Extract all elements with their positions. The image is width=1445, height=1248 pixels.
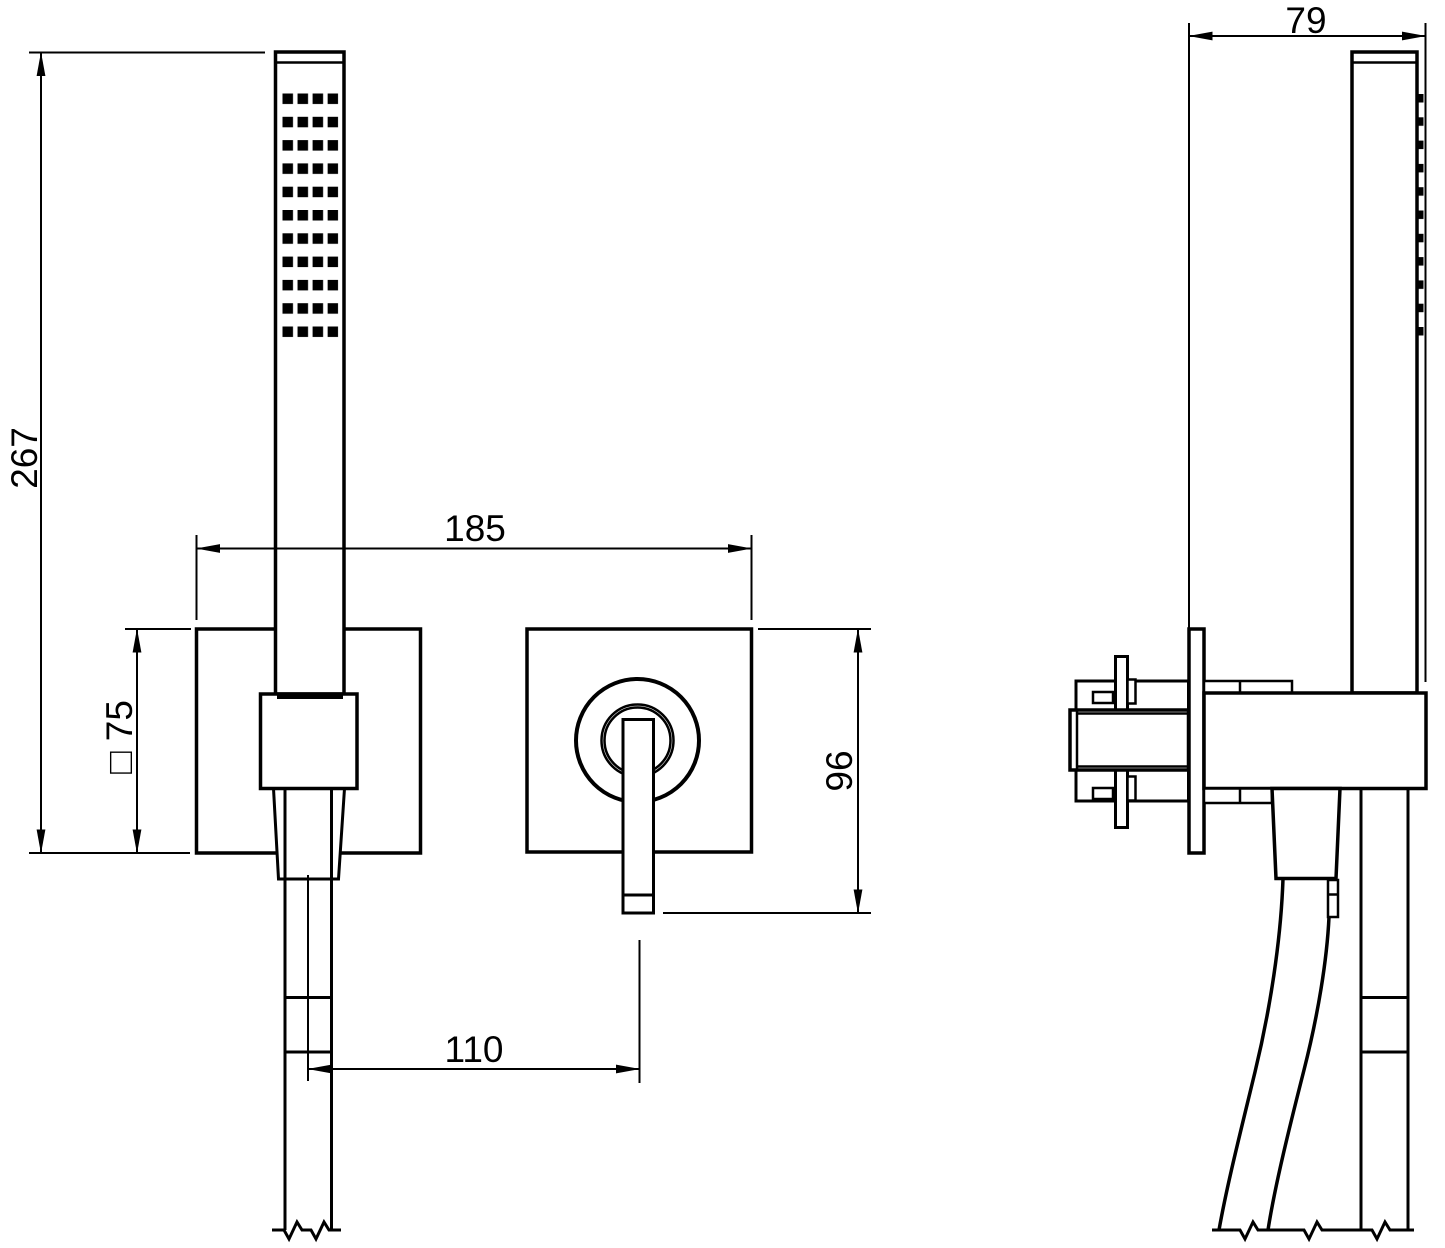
shower-bracket-front: [258, 692, 359, 791]
dimensions: 267 □ 75 185 96 110: [4, 0, 1427, 1083]
dimension-handle-offset: 110: [307, 875, 641, 1083]
dimension-label-centers-width: 185: [444, 508, 506, 549]
dimension-centers-width: 185: [195, 508, 753, 620]
handle-lever-right-edge: [1266, 916, 1331, 1231]
flange-notch: [1091, 786, 1115, 801]
spout-top-neck: [1202, 679, 1294, 695]
mounting-plate-side: [1187, 627, 1206, 855]
dimension-label-handle-offset: 110: [445, 1029, 504, 1070]
spout-bottom-strip: [1202, 787, 1274, 805]
dimension-label-depth: 79: [1285, 0, 1326, 41]
mounting-screw-bottom: [1114, 768, 1129, 829]
dimension-overall-height: 267: [4, 51, 265, 854]
hose-break-symbol-front: [272, 1218, 341, 1243]
dimension-label-plate-square: □ 75: [99, 700, 140, 774]
dimension-depth: 79: [1188, 0, 1427, 682]
nozzle-ticks-side: [1417, 94, 1424, 337]
screw-block: [1126, 678, 1137, 705]
dimension-label-overall-height: 267: [4, 427, 45, 489]
dimension-label-valve-height: 96: [819, 750, 860, 791]
rough-in-valve-body: [1068, 708, 1191, 772]
holder-body-side: [1202, 691, 1428, 791]
valve-lever-handle-front: [621, 718, 655, 915]
front-view: [194, 50, 754, 1243]
nozzle-grid: [282, 93, 339, 338]
side-view: [1068, 50, 1428, 1243]
handle-base-side: [1270, 786, 1342, 881]
dimension-valve-height: 96: [663, 628, 871, 914]
flange-notch: [1091, 690, 1115, 705]
handle-lever-left-edge: [1217, 878, 1285, 1231]
break-symbol-side: [1212, 1218, 1414, 1243]
mounting-screw-top: [1114, 655, 1129, 712]
handshower-wand-side: [1350, 50, 1419, 695]
handle-hub-block: [1326, 878, 1340, 919]
screw-block: [1126, 775, 1137, 802]
dimension-plate-square: □ 75: [99, 628, 191, 854]
